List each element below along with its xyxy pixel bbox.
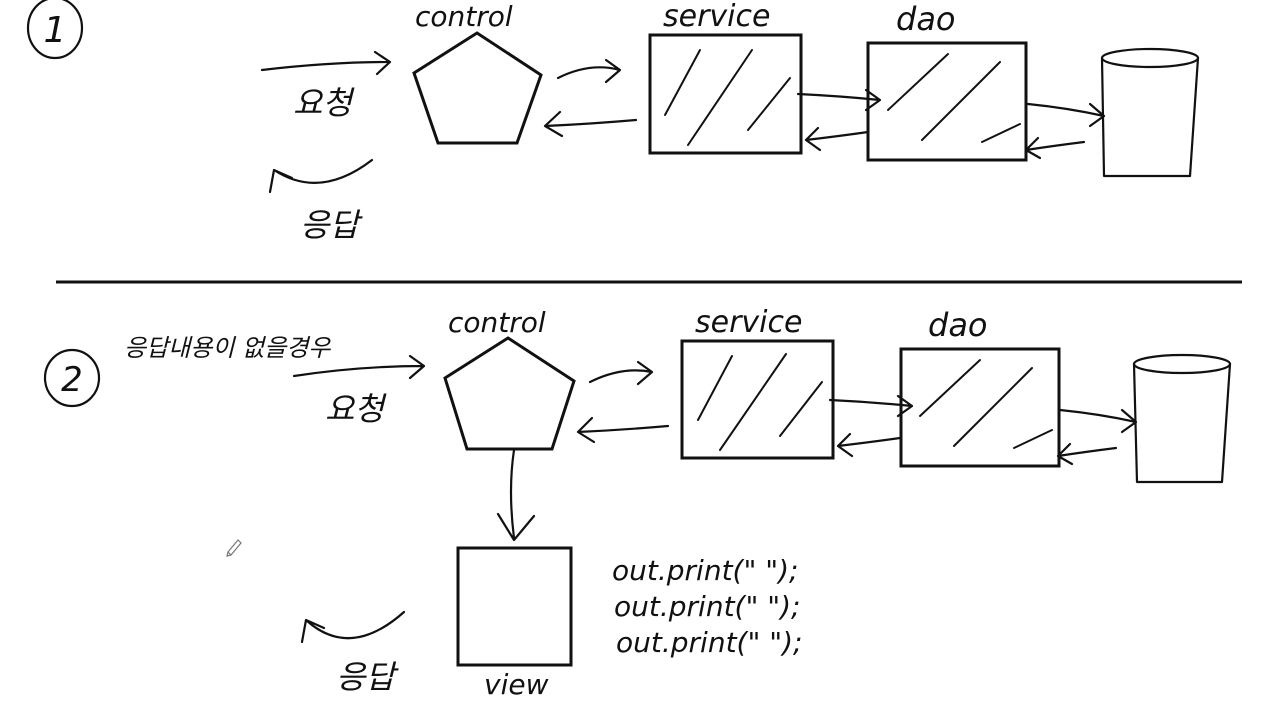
section-2-service-to-dao-arrow [828, 394, 914, 418]
section-2-control-pentagon [443, 336, 576, 451]
section-2-control-label: control [448, 306, 546, 339]
section-2-response-label: 응답 [336, 658, 399, 696]
section-2-control-to-service-arrow [588, 360, 654, 386]
section-2-dao-box [899, 347, 1061, 468]
section-1-service-to-dao-arrow [796, 88, 882, 112]
section-1-dao-label: dao [896, 0, 956, 38]
section-1-control-label: control [415, 0, 513, 33]
section-1-dao-to-db-arrow [1026, 102, 1106, 128]
section-1-response-arrow [268, 158, 374, 194]
section-2-request-label: 요청 [325, 390, 387, 428]
section-1-number-circle [26, 0, 84, 60]
section-1-response-label: 응답 [300, 206, 363, 244]
section-1-service-hatch [664, 49, 791, 146]
section-2-code-line-2: out.print(" "); [614, 590, 800, 623]
section-2-service-hatch [697, 353, 823, 451]
section-1-control-pentagon [412, 31, 543, 145]
section-2-note: 응답내용이 없을경우 [124, 334, 331, 362]
section-2-control-to-view-arrow [496, 448, 536, 542]
section-2-dao-hatch [919, 359, 1053, 449]
section-2-number-circle [43, 348, 101, 408]
section-1-dao-to-service-arrow [804, 126, 870, 152]
section-1: 1 control 요청 응답 service dao [26, 0, 1200, 244]
section-1-number: 1 [44, 10, 67, 51]
section-2-database-cylinder [1132, 353, 1232, 484]
section-2-dao-label: dao [928, 306, 988, 344]
section-1-dao-hatch [887, 53, 1021, 143]
section-2-db-to-dao-arrow [1056, 442, 1118, 466]
section-1-request-label: 요청 [293, 84, 355, 122]
section-1-db-to-dao-arrow [1024, 136, 1086, 160]
section-2-number: 2 [61, 360, 83, 400]
section-2-service-to-control-arrow [576, 416, 670, 444]
section-1-request-arrow [260, 50, 392, 76]
pen-cursor-icon [226, 539, 242, 557]
section-2-code-line-3: out.print(" "); [616, 626, 802, 659]
section-2-service-box [680, 339, 835, 460]
section-1-control-to-service-arrow [556, 58, 622, 84]
section-1-dao-box [866, 41, 1028, 162]
section-2-dao-to-service-arrow [836, 432, 902, 458]
section-2-view-label: view [484, 668, 549, 701]
section-1-database-cylinder [1100, 47, 1200, 178]
section-2: 2 응답내용이 없을경우 control 요청 service dao [43, 305, 1232, 701]
section-1-service-label: service [663, 0, 770, 34]
section-2-response-arrow [300, 610, 406, 644]
section-2-service-label: service [695, 305, 802, 340]
section-1-service-to-control-arrow [543, 110, 638, 138]
section-2-dao-to-db-arrow [1058, 408, 1138, 434]
section-2-view-box [456, 546, 573, 667]
section-2-request-arrow [292, 354, 426, 380]
section-2-code-line-1: out.print(" "); [612, 554, 798, 587]
